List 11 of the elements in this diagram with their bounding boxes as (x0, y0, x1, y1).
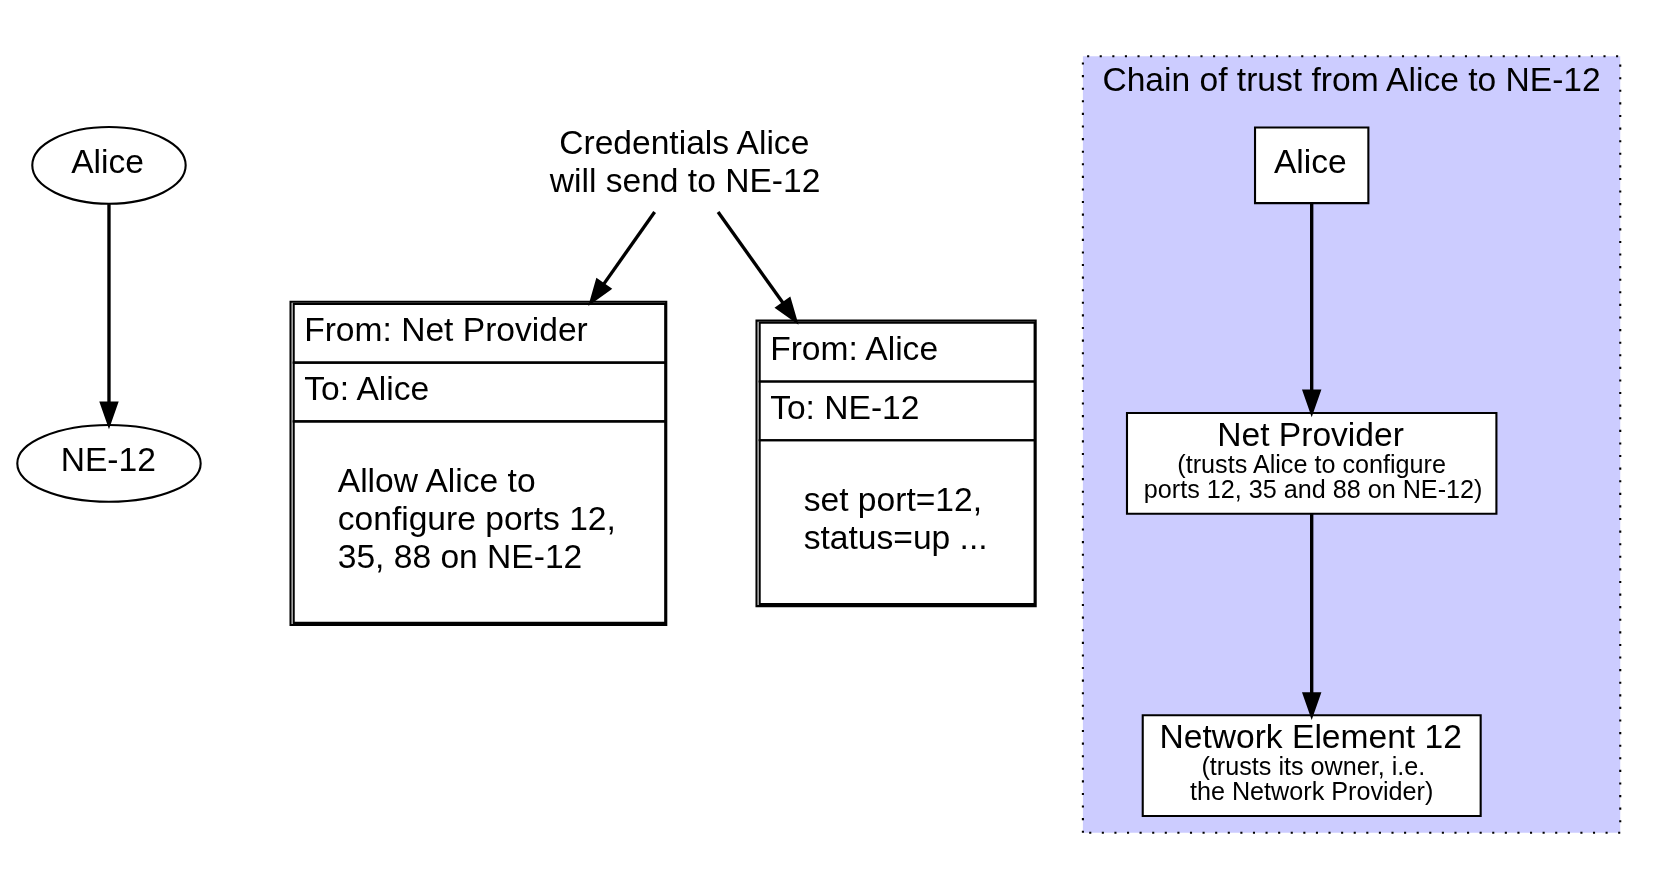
arrow (716, 211, 799, 325)
arrow (1302, 514, 1322, 721)
node-box: Net Provider (trusts Alice to configure ports 12, 35 and 88 on NE-12) (1125, 411, 1498, 515)
node-ellipse: Alice (31, 125, 187, 205)
node-ellipse: NE-12 (16, 424, 202, 503)
arrow (588, 211, 656, 306)
node-box: Network Element 12 (trusts its owner, i.e. the Network Provider) (1141, 714, 1482, 818)
arrow (1302, 203, 1322, 418)
arrow (99, 204, 119, 430)
node-text: Credentials Alice will send to NE-12 (549, 124, 821, 200)
node-box: Alice (1254, 126, 1370, 205)
